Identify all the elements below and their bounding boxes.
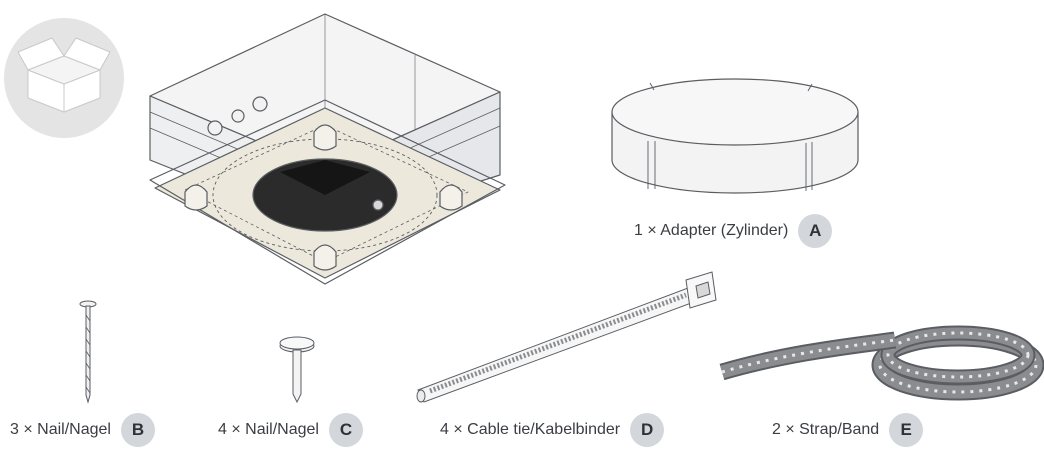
item-b-badge: B bbox=[120, 413, 155, 447]
item-d-label: 4 × Cable tie/Kabelbinder D bbox=[440, 413, 665, 447]
item-b-label: 3 × Nail/Nagel B bbox=[10, 413, 155, 447]
item-e-badge: E bbox=[889, 413, 924, 447]
item-a-badge: A bbox=[798, 214, 833, 248]
flat-head-nail-illustration bbox=[279, 336, 315, 404]
item-c-text: 4 × Nail/Nagel bbox=[218, 421, 319, 438]
cable-tie-illustration bbox=[416, 271, 717, 403]
item-c-label: 4 × Nail/Nagel C bbox=[218, 413, 363, 447]
ceiling-box-illustration bbox=[149, 13, 506, 285]
item-d-text: 4 × Cable tie/Kabelbinder bbox=[440, 421, 621, 438]
item-e-label: 2 × Strap/Band E bbox=[772, 413, 924, 447]
item-b-text: 3 × Nail/Nagel bbox=[10, 421, 111, 438]
package-box-icon bbox=[4, 18, 124, 138]
item-a-text: 1 × Adapter (Zylinder) bbox=[634, 222, 789, 239]
twisted-nail-illustration bbox=[79, 300, 97, 404]
item-d-badge: D bbox=[630, 413, 665, 447]
item-a-label: 1 × Adapter (Zylinder) A bbox=[634, 214, 833, 248]
adapter-cylinder-illustration bbox=[611, 78, 859, 194]
item-e-text: 2 × Strap/Band bbox=[772, 421, 880, 438]
perforated-strap-illustration bbox=[719, 325, 1044, 401]
item-c-badge: C bbox=[328, 413, 363, 447]
